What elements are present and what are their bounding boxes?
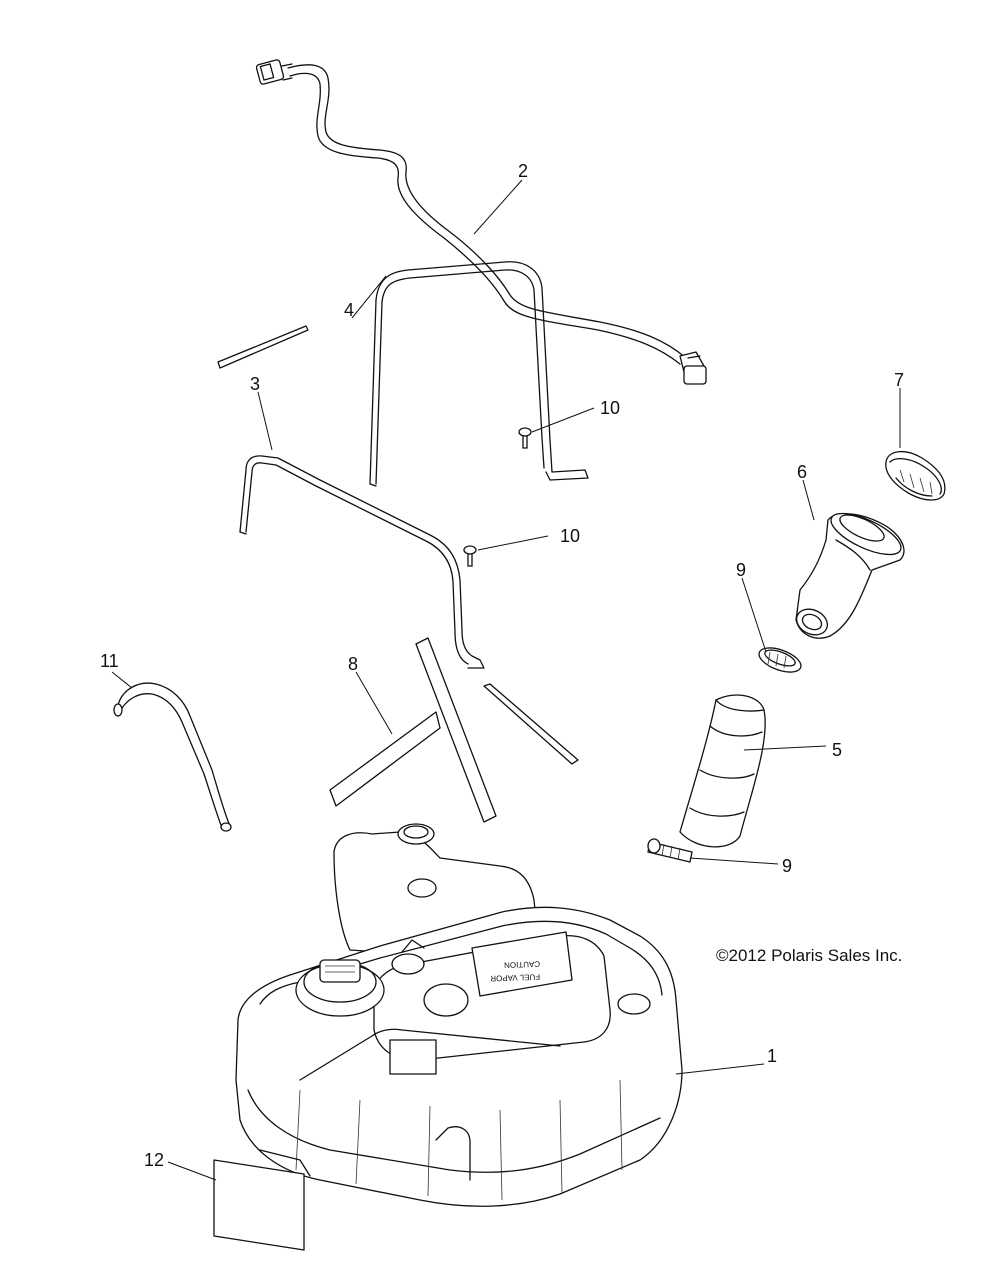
callout-1: 1 xyxy=(767,1046,777,1066)
callout-7: 7 xyxy=(894,370,904,390)
callout-4: 4 xyxy=(344,300,354,320)
part-9-hose-clamp-lower xyxy=(648,839,692,862)
part-5-filler-hose xyxy=(680,695,765,847)
callout-10-lower: 10 xyxy=(560,526,580,546)
copyright-notice: ©2012 Polaris Sales Inc. xyxy=(716,946,903,965)
part-4-upper-tank-strap xyxy=(370,262,588,486)
callout-8: 8 xyxy=(348,654,358,674)
part-10-bolt-upper xyxy=(519,428,531,448)
part-10-bolt-lower xyxy=(464,546,476,566)
part-9-hose-clamp-upper xyxy=(756,643,804,677)
callout-6: 6 xyxy=(797,462,807,482)
callout-2: 2 xyxy=(518,161,528,181)
part-3-lower-tank-strap xyxy=(240,456,484,668)
callout-leaders xyxy=(111,179,901,1181)
part-8-foam-pads xyxy=(218,326,578,822)
callout-numbers: 1 2 3 4 5 6 7 8 9 9 10 10 11 12 xyxy=(100,161,904,1170)
part-2-vent-hose xyxy=(256,59,706,384)
part-11-vent-tube xyxy=(114,683,231,831)
svg-text:CAUTION: CAUTION xyxy=(504,959,541,969)
part-7-fuel-cap xyxy=(886,452,945,500)
callout-5: 5 xyxy=(832,740,842,760)
callout-12: 12 xyxy=(144,1150,164,1170)
part-6-filler-neck xyxy=(792,505,906,639)
svg-text:FUEL VAPOR: FUEL VAPOR xyxy=(490,972,540,983)
callout-3: 3 xyxy=(250,374,260,394)
callout-9-upper: 9 xyxy=(736,560,746,580)
part-1-fuel-tank: CAUTION FUEL VAPOR xyxy=(236,824,682,1206)
callout-10-upper: 10 xyxy=(600,398,620,418)
callout-9-lower: 9 xyxy=(782,856,792,876)
callout-11: 11 xyxy=(100,651,119,671)
part-12-warning-label xyxy=(214,1160,304,1250)
